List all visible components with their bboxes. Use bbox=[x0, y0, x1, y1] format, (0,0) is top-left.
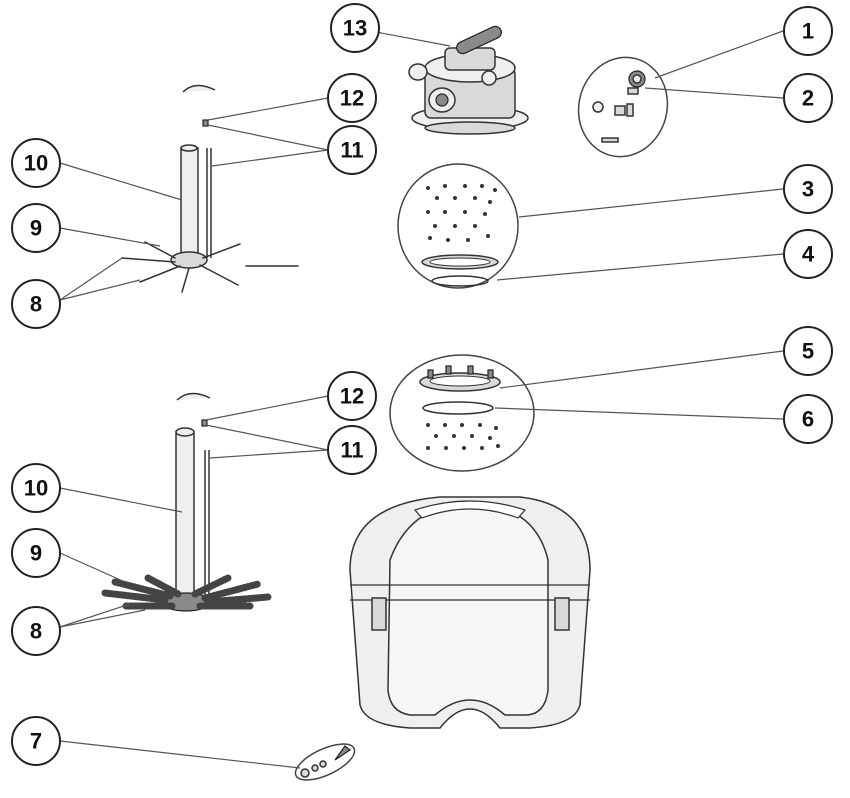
callout-11-top: 11 bbox=[327, 125, 377, 175]
callout-11-top-label: 11 bbox=[340, 138, 363, 163]
callout-5: 5 bbox=[783, 326, 833, 376]
callout-9-bottom: 9 bbox=[11, 528, 61, 578]
callout-4: 4 bbox=[783, 229, 833, 279]
callout-12-bottom-label: 12 bbox=[340, 384, 364, 409]
callout-4-label: 4 bbox=[802, 242, 815, 267]
lower-laterals bbox=[101, 574, 272, 610]
callout-12-top: 12 bbox=[327, 73, 377, 123]
callout-10-bottom-label: 10 bbox=[24, 476, 48, 501]
callout-11-bottom: 11 bbox=[327, 425, 377, 475]
upper-laterals-dots bbox=[426, 184, 497, 242]
detail-oval-3-4 bbox=[397, 163, 519, 289]
callout-9-bottom-label: 9 bbox=[30, 541, 42, 566]
callout-2: 2 bbox=[783, 73, 833, 123]
callout-5-label: 5 bbox=[802, 339, 814, 364]
callout-3-label: 3 bbox=[802, 177, 814, 202]
detail-oval-7 bbox=[294, 743, 356, 781]
detail-oval-5-6 bbox=[389, 354, 535, 472]
lower-dots bbox=[426, 423, 500, 450]
multiport-valve bbox=[408, 25, 529, 135]
callout-13-label: 13 bbox=[343, 16, 367, 41]
callout-7: 7 bbox=[11, 716, 61, 766]
upper-lateral-assembly bbox=[121, 84, 299, 293]
callout-10-top-label: 10 bbox=[24, 151, 48, 176]
detail-oval-1-2 bbox=[577, 56, 669, 158]
callout-8-bottom: 8 bbox=[11, 606, 61, 656]
callout-7-label: 7 bbox=[30, 729, 42, 754]
callout-1-label: 1 bbox=[802, 19, 814, 44]
callout-8-top-label: 8 bbox=[30, 292, 42, 317]
callout-6: 6 bbox=[783, 394, 833, 444]
callout-11-bottom-label: 11 bbox=[340, 438, 363, 463]
callout-6-label: 6 bbox=[802, 407, 814, 432]
callout-3: 3 bbox=[783, 164, 833, 214]
callout-12-bottom: 12 bbox=[327, 371, 377, 421]
callout-8-top: 8 bbox=[11, 279, 61, 329]
callout-12-top-label: 12 bbox=[340, 86, 364, 111]
callout-10-bottom: 10 bbox=[11, 463, 61, 513]
callout-10-top: 10 bbox=[11, 138, 61, 188]
callout-8-bottom-label: 8 bbox=[30, 619, 42, 644]
callout-13: 13 bbox=[330, 3, 380, 53]
filter-tank bbox=[349, 496, 591, 729]
leader-lines bbox=[59, 27, 784, 769]
callout-2-label: 2 bbox=[802, 86, 814, 111]
lower-lateral-assembly bbox=[101, 392, 272, 612]
callout-1: 1 bbox=[783, 6, 833, 56]
callout-9-top-label: 9 bbox=[30, 216, 42, 241]
callout-9-top: 9 bbox=[11, 203, 61, 253]
